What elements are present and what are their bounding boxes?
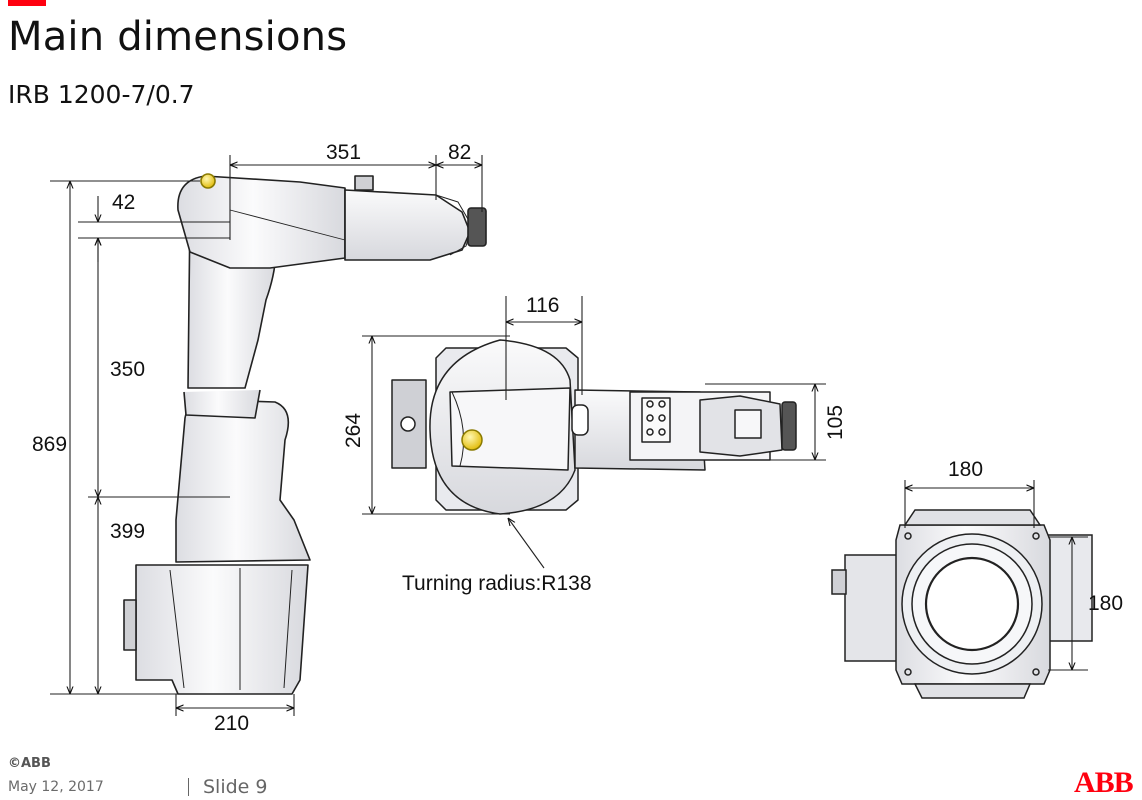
base-dimension-lines bbox=[904, 480, 1088, 671]
robot-base-view bbox=[831, 509, 1093, 699]
date: May 12, 2017 bbox=[8, 779, 104, 795]
footer-separator bbox=[188, 778, 189, 796]
dim-869: 869 bbox=[32, 433, 67, 456]
dim-116: 116 bbox=[526, 294, 559, 317]
dim-399: 399 bbox=[110, 520, 145, 543]
dim-180-height: 180 bbox=[1088, 592, 1123, 615]
dim-180-width: 180 bbox=[948, 458, 983, 481]
dim-210: 210 bbox=[214, 712, 249, 735]
turning-radius-label: Turning radius:R138 bbox=[402, 572, 592, 595]
brand-accent-bar bbox=[8, 0, 46, 6]
page-subtitle: IRB 1200-7/0.7 bbox=[8, 80, 195, 109]
dim-42: 42 bbox=[112, 191, 135, 214]
page-title: Main dimensions bbox=[8, 14, 348, 60]
side-dimension-lines bbox=[50, 155, 483, 716]
robot-side-view bbox=[123, 173, 487, 695]
slide-number: Slide 9 bbox=[203, 776, 268, 798]
top-dimension-lines bbox=[362, 296, 826, 569]
copyright: ©ABB bbox=[8, 756, 51, 771]
dim-105: 105 bbox=[824, 405, 847, 440]
dim-82: 82 bbox=[448, 141, 471, 164]
dim-264: 264 bbox=[342, 413, 365, 448]
dim-351: 351 bbox=[326, 141, 361, 164]
robot-top-view bbox=[391, 339, 797, 515]
dim-350: 350 bbox=[110, 358, 145, 381]
abb-logo: ABB bbox=[1074, 766, 1134, 799]
